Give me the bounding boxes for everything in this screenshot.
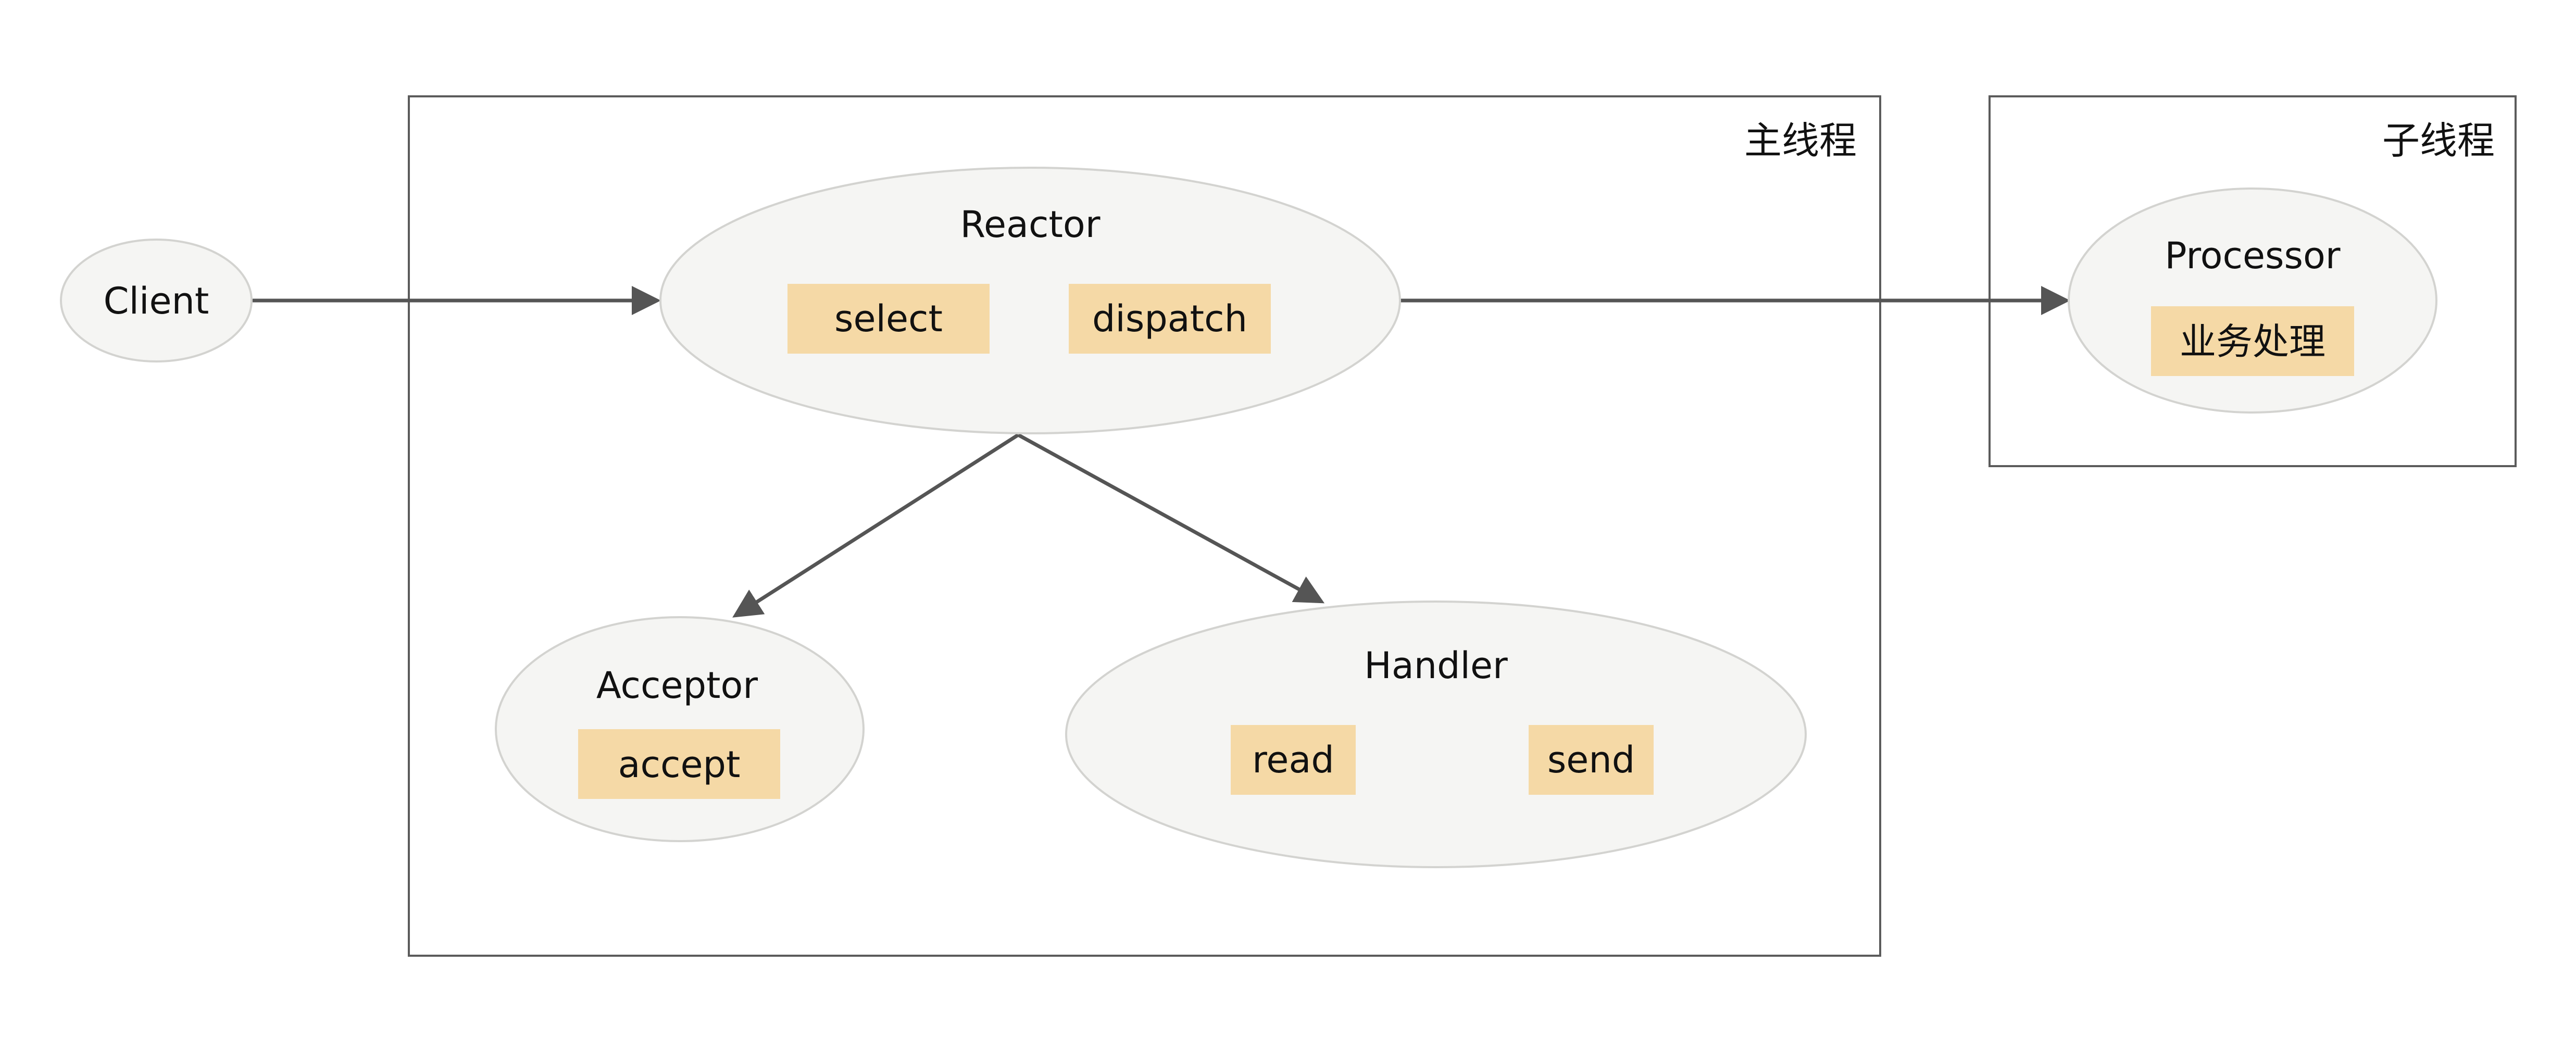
send-chip-label: send <box>1547 739 1635 781</box>
select-chip-box <box>787 284 990 354</box>
handler-node: Handler read send <box>1065 601 1807 868</box>
handler-label: Handler <box>1364 644 1508 687</box>
select-chip-label: select <box>834 297 943 340</box>
select-chip: select <box>787 284 990 354</box>
business-processing-chip-label: 业务处理 <box>2180 320 2325 363</box>
acceptor-node: Acceptor accept <box>495 616 865 842</box>
read-chip-box <box>1231 725 1356 795</box>
business-processing-chip: 业务处理 <box>2151 306 2354 376</box>
send-chip-box <box>1529 725 1654 795</box>
edge-reactor-to-acceptor <box>732 433 1019 618</box>
client-node: Client <box>60 239 253 362</box>
edge-reactor-to-handler <box>1017 433 1325 604</box>
read-chip: read <box>1231 725 1356 795</box>
main-thread-label: 主线程 <box>1744 119 1857 162</box>
accept-chip-label: accept <box>618 743 741 786</box>
sub-thread-label: 子线程 <box>2382 119 2495 162</box>
read-chip-label: read <box>1252 739 1334 781</box>
client-ellipse <box>60 239 253 362</box>
reactor-ellipse <box>659 167 1401 434</box>
processor-ellipse <box>2068 187 2437 414</box>
reactor-node: Reactor select dispatch <box>659 167 1401 434</box>
processor-label: Processor <box>2165 234 2340 277</box>
dispatch-chip-box <box>1069 284 1271 354</box>
reactor-label: Reactor <box>960 203 1101 246</box>
accept-chip: accept <box>578 729 780 799</box>
dispatch-chip: dispatch <box>1069 284 1271 354</box>
handler-ellipse <box>1065 601 1807 868</box>
acceptor-label: Acceptor <box>596 664 758 707</box>
processor-node: Processor 业务处理 <box>2068 187 2437 414</box>
business-processing-chip-box <box>2151 306 2354 376</box>
send-chip: send <box>1529 725 1654 795</box>
client-label: Client <box>104 280 209 322</box>
accept-chip-box <box>578 729 780 799</box>
dispatch-chip-label: dispatch <box>1092 297 1247 340</box>
